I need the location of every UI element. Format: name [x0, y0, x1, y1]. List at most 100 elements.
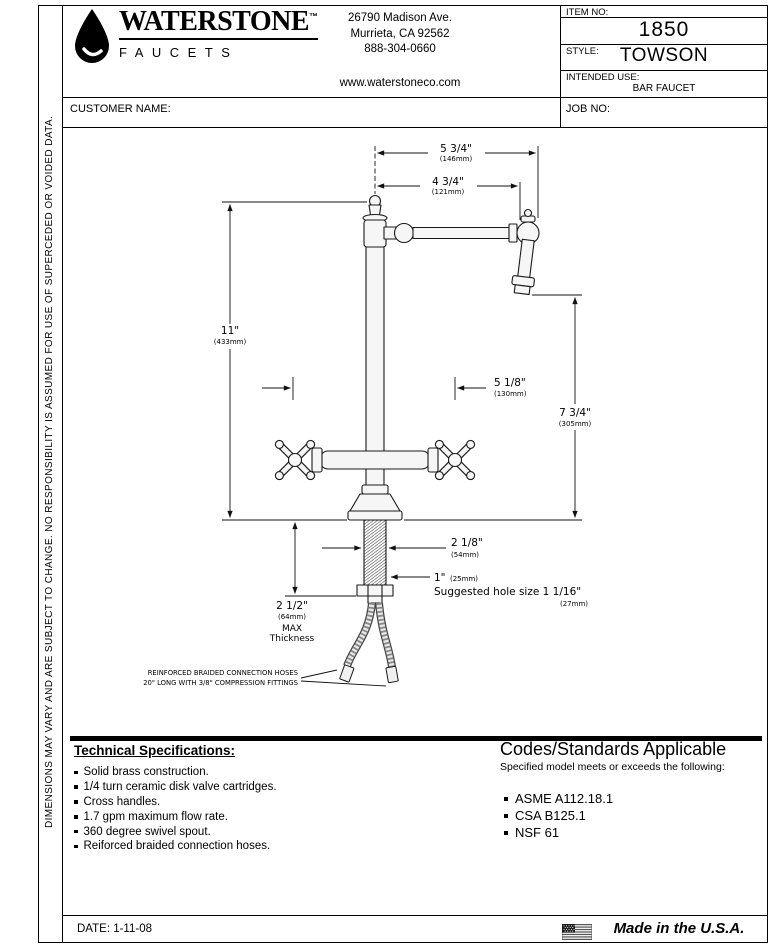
thickness-max: MAX	[282, 624, 302, 634]
made-in-usa-label: Made in the U.S.A.	[613, 920, 745, 937]
technical-specifications-list: Solid brass construction. 1/4 turn ceram…	[74, 765, 277, 854]
dim-spout-clearance-mm: (305mm)	[559, 420, 592, 428]
header-bottom-divider	[62, 97, 768, 98]
dimension-labels: 5 3/4" (146mm) 4 3/4" (121mm) 11" (433mm…	[143, 143, 591, 687]
item-no-divider	[560, 44, 768, 45]
dim-body-width-mm: (54mm)	[451, 551, 479, 559]
style-divider	[560, 70, 768, 71]
item-no-label-divider	[560, 17, 768, 18]
spec-item-text: Cross handles.	[83, 795, 161, 808]
address-phone: 888-304-0660	[364, 43, 436, 55]
job-no-field[interactable]	[615, 98, 765, 126]
thickness-mm: (64mm)	[278, 613, 306, 621]
spec-item: Solid brass construction.	[74, 765, 277, 780]
spec-item: Cross handles.	[74, 795, 277, 810]
dim-spout-aerator-value: 4 3/4"	[432, 176, 464, 188]
bullet-icon	[504, 813, 508, 818]
style-value: TOWSON	[619, 45, 709, 66]
dim-shank-value: 1"	[434, 572, 446, 584]
faucet-technical-drawing: 5 3/4" (146mm) 4 3/4" (121mm) 11" (433mm…	[143, 141, 600, 687]
dim-shank-mm: (25mm)	[450, 575, 478, 583]
brand-text: WATERSTONE	[119, 6, 310, 37]
customer-name-field[interactable]	[200, 98, 555, 126]
left-cross-handle	[274, 439, 316, 481]
spec-item: 360 degree swivel spout.	[74, 824, 277, 839]
dim-spout-clearance-value: 7 3/4"	[559, 407, 591, 419]
header-right-box-divider	[560, 5, 561, 127]
item-no-label: ITEM NO:	[566, 7, 609, 18]
spec-item: Reiforced braided connection hoses.	[74, 839, 277, 854]
swivel-spout	[511, 238, 535, 296]
faucet-illustration	[274, 194, 540, 604]
bullet-icon	[504, 796, 508, 801]
code-item: NSF 61	[504, 824, 613, 841]
dimension-lines	[222, 146, 582, 687]
address-city: Murrieta, CA 92562	[350, 27, 450, 40]
dim-spout-reach-value: 5 3/4"	[440, 143, 472, 155]
thickness-value: 2 1/2"	[276, 600, 308, 612]
usa-flag-icon	[562, 924, 592, 940]
date-label: DATE: 1-11-08	[77, 923, 152, 935]
bullet-icon	[74, 770, 78, 775]
hose-note-line1: REINFORCED BRAIDED CONNECTION HOSES	[148, 669, 298, 677]
info-row-bottom-divider	[62, 127, 768, 128]
codes-standards-subtitle: Specified model meets or exceeds the fol…	[500, 761, 725, 773]
hole-size-mm: (27mm)	[560, 600, 588, 608]
brand-block: WATERSTONE™ FAUCETS	[119, 8, 318, 60]
brand-name: WATERSTONE™	[119, 8, 318, 40]
address-street: 26790 Madison Ave.	[347, 12, 452, 24]
bullet-icon	[74, 844, 78, 849]
brand-trademark: ™	[309, 11, 318, 22]
dim-body-width-value: 2 1/8"	[451, 537, 483, 549]
code-item-text: ASME A112.18.1	[515, 791, 614, 806]
technical-specifications-title: Technical Specifications:	[74, 743, 236, 758]
spec-item-text: Solid brass construction.	[83, 766, 209, 779]
dim-handle-span-value: 5 1/8"	[494, 377, 526, 389]
company-address: 26790 Madison Ave. Murrieta, CA 92562 88…	[305, 11, 495, 58]
intended-use-label: INTENDED USE:	[566, 72, 640, 83]
bullet-icon	[74, 800, 78, 804]
code-item-text: NSF 61	[515, 825, 560, 840]
right-cross-handle	[434, 439, 476, 481]
spec-item-text: Reiforced braided connection hoses.	[83, 840, 271, 853]
code-item-text: CSA B125.1	[515, 808, 586, 823]
style-label: STYLE:	[566, 46, 599, 57]
side-disclaimer-text: DIMENSIONS MAY VARY AND ARE SUBJECT TO C…	[44, 115, 55, 828]
threaded-shank	[363, 519, 387, 586]
codes-standards-title: Codes/Standards Applicable	[500, 739, 727, 759]
footer-divider	[62, 915, 768, 916]
spec-item-text: 1.7 gpm maximum flow rate.	[83, 810, 228, 823]
section-divider-bar	[70, 736, 762, 741]
dim-handle-span-mm: (130mm)	[494, 390, 527, 398]
item-no-value: 1850	[638, 18, 690, 41]
job-no-label: JOB NO:	[566, 103, 611, 115]
info-row-divider	[560, 97, 561, 127]
hole-size-note: Suggested hole size 1 1/16"	[434, 586, 581, 598]
spec-item-text: 360 degree swivel spout.	[83, 825, 211, 838]
brand-subtitle: FAUCETS	[119, 45, 239, 60]
intended-use-value: BAR FAUCET	[632, 83, 696, 94]
code-item: CSA B125.1	[504, 807, 613, 824]
spec-item: 1/4 turn ceramic disk valve cartridges.	[74, 780, 277, 795]
hose-note-line2: 20" LONG WITH 3/8" COMPRESSION FITTINGS	[143, 679, 298, 687]
bullet-icon	[74, 829, 78, 834]
dimension-label-backgrounds	[207, 141, 600, 430]
bullet-icon	[74, 815, 78, 819]
dim-spout-aerator-mm: (121mm)	[432, 188, 465, 196]
braided-hoses	[343, 602, 396, 668]
code-item: ASME A112.18.1	[504, 790, 613, 807]
side-strip-divider	[62, 5, 63, 943]
customer-name-label: CUSTOMER NAME:	[70, 103, 171, 115]
spec-item: 1.7 gpm maximum flow rate.	[74, 809, 277, 824]
waterstone-logo: WATERSTONE™ FAUCETS	[72, 8, 318, 64]
dim-spout-reach-mm: (146mm)	[440, 155, 473, 163]
company-website-link[interactable]: www.waterstoneco.com	[339, 77, 461, 89]
compression-fittings	[339, 664, 399, 684]
water-drop-icon	[75, 9, 109, 63]
dim-height-value: 11"	[221, 325, 239, 337]
bullet-icon	[504, 830, 508, 835]
bullet-icon	[74, 785, 78, 789]
codes-standards-list: ASME A112.18.1 CSA B125.1 NSF 61	[504, 790, 613, 841]
dim-height-mm: (433mm)	[214, 338, 247, 346]
